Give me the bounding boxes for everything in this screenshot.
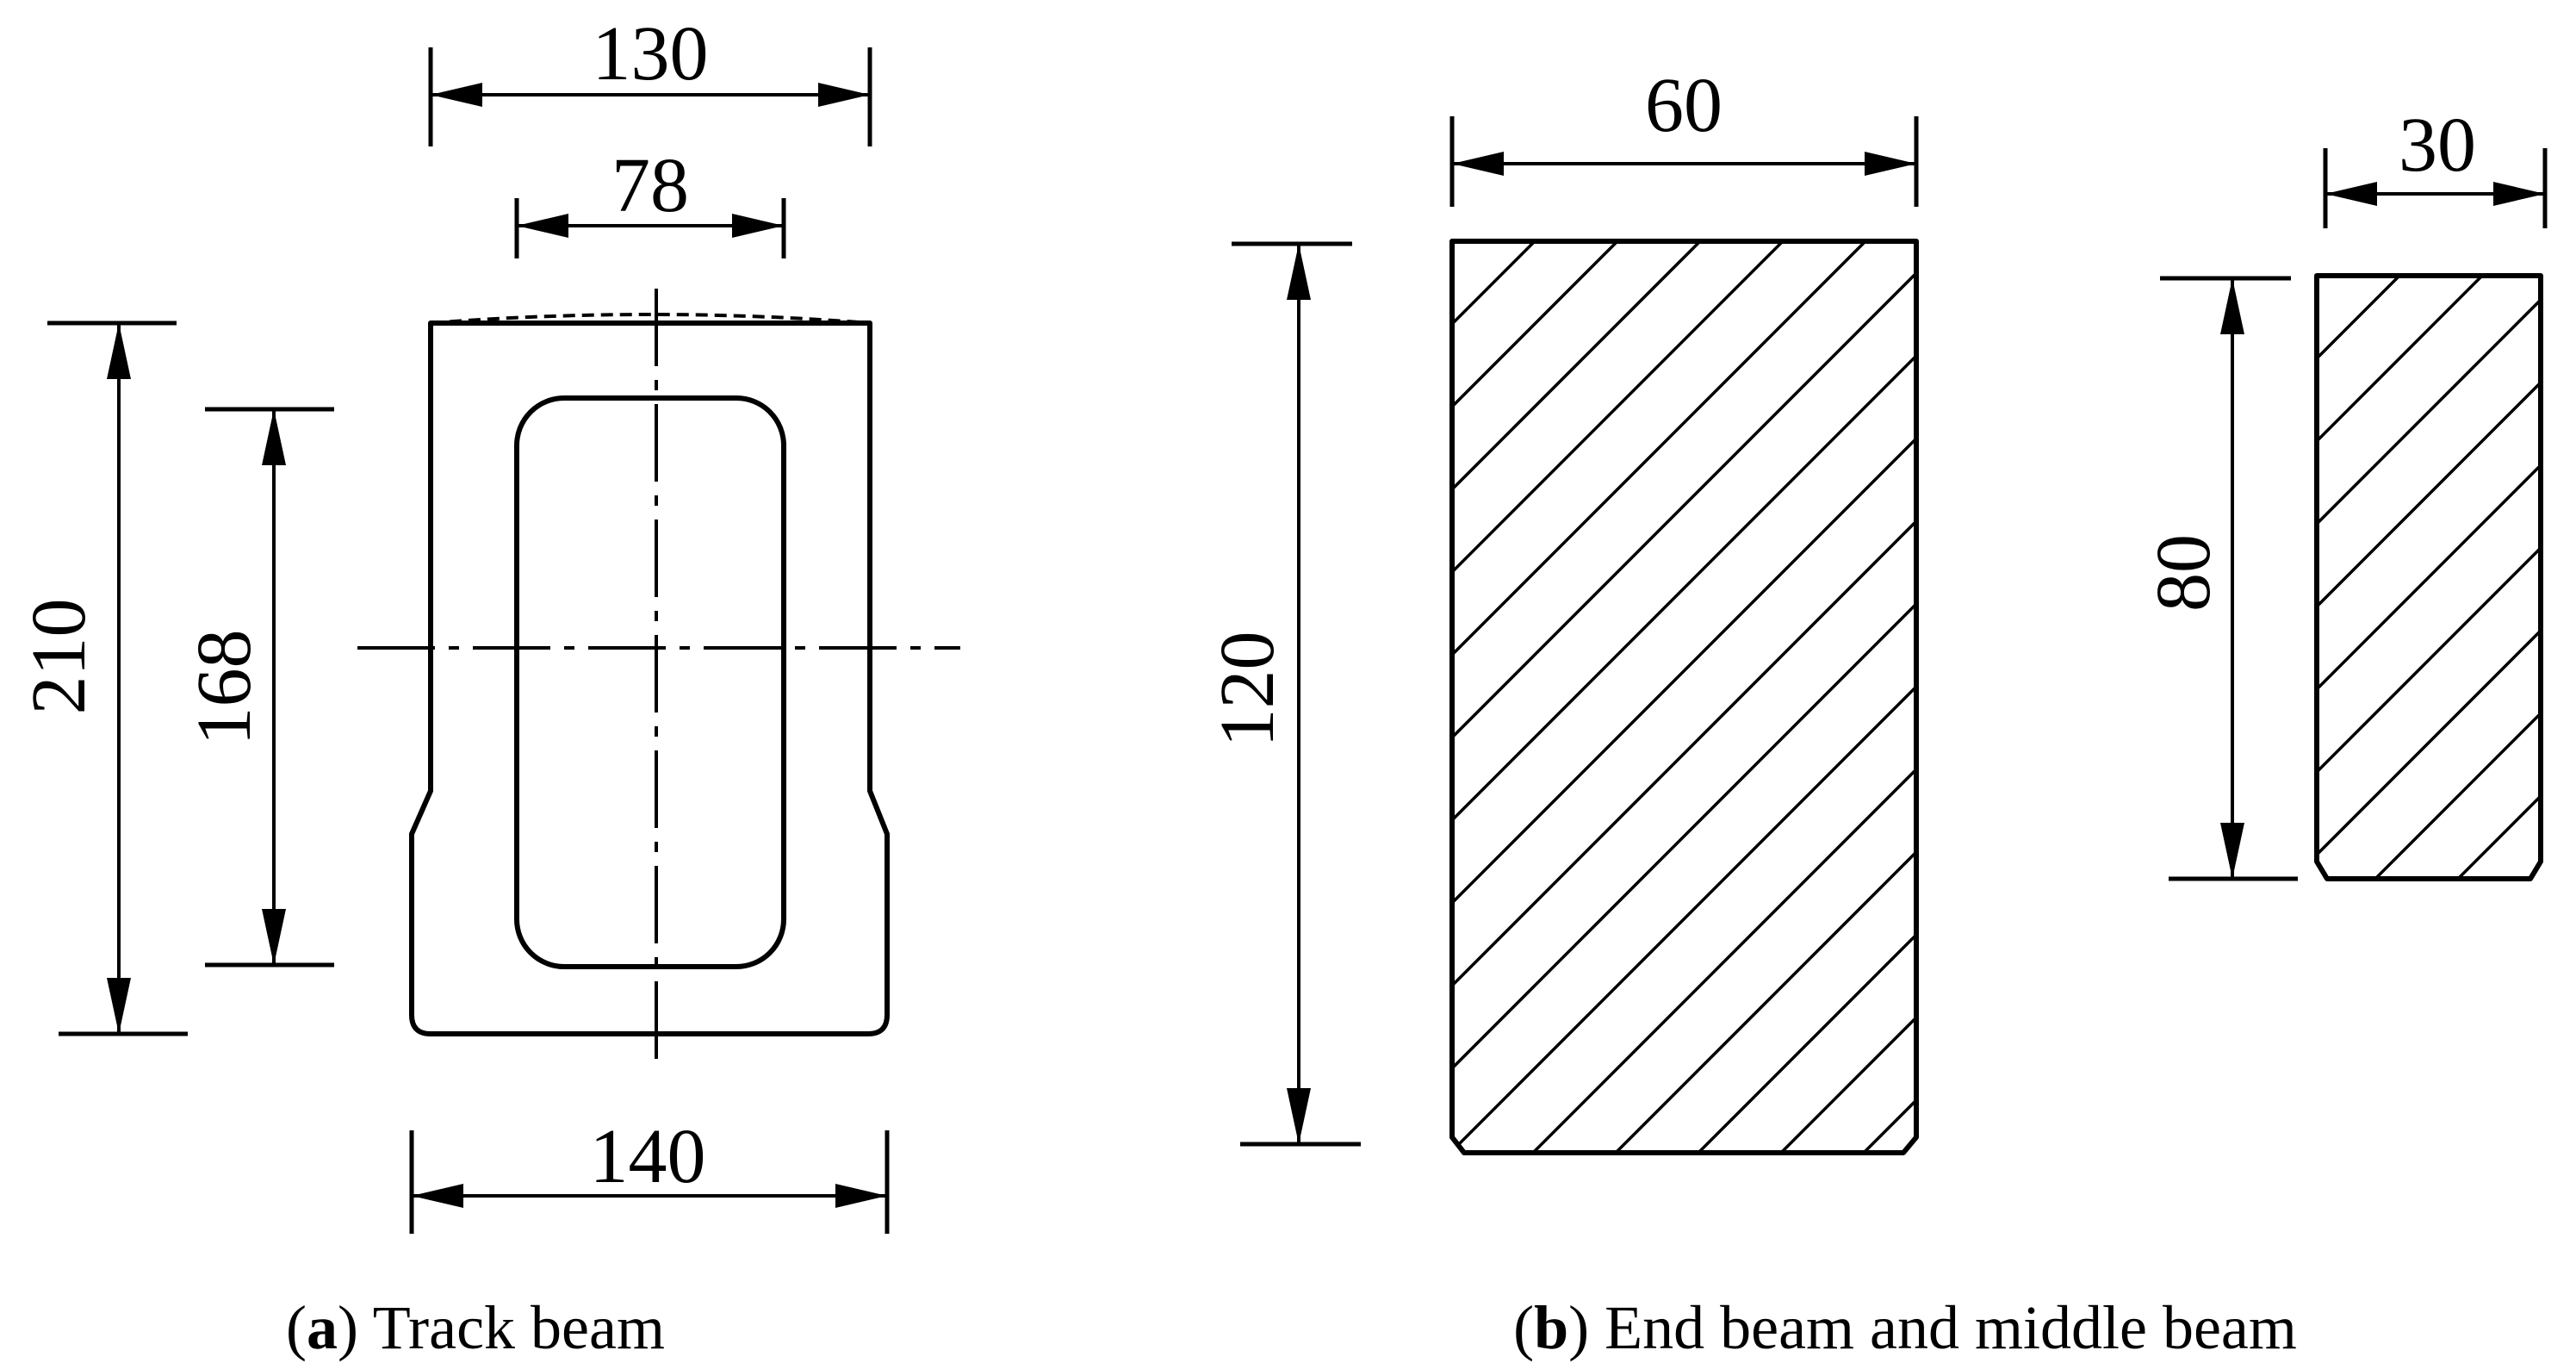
end-beam-width-label: 60 [1645,63,1723,148]
hatch-line [1452,241,1916,1153]
hatch-line [1452,241,1536,1153]
inner-width-label: 78 [611,143,689,228]
end-beam-hatching [1452,241,2576,1153]
total-height-label: 210 [16,599,102,715]
hatch-line [1452,241,1916,1153]
hatch-line [2525,241,2576,1153]
top-width-label: 130 [593,11,709,96]
hatch-line [2317,276,2541,879]
dimension-end-beam-width: 60 [1449,63,1919,207]
hatch-line [1452,241,1867,1153]
hatch-line [1862,241,1916,1153]
hatch-line [2277,241,2576,1153]
middle-beam-width-label: 30 [2399,103,2476,188]
panel-b-end-and-middle-beam: 60 120 30 [1205,63,2576,1362]
hatch-line [2317,276,2318,879]
end-beam-height-label: 120 [1205,632,1290,748]
track-beam-outline [409,320,890,1036]
hatch-line [2317,276,2401,879]
caption-b: (b) End beam and middle beam [1513,1293,2297,1362]
dimension-middle-beam-height: 80 [2141,276,2298,881]
dimension-top-width: 130 [428,11,872,146]
dimension-middle-beam-width: 30 [2323,103,2548,228]
middle-beam-height-label: 80 [2141,534,2226,612]
middle-beam [2314,273,2543,881]
top-crown-line [430,313,871,325]
hatch-line [2539,276,2541,879]
hatch-line [2194,241,2576,1153]
hatch-line [2317,276,2541,879]
hatch-line [1452,241,1916,1153]
end-beam [1449,239,2576,1155]
hatch-line [1452,241,1916,1153]
caption-a: (a) Track beam [286,1293,665,1362]
dimension-end-beam-height: 120 [1205,241,1361,1147]
hatch-line [1452,241,1785,1153]
hatch-line [1531,241,1916,1153]
dimension-bottom-width: 140 [409,1114,890,1234]
dimension-inner-height: 168 [182,407,334,968]
hatch-line [2317,276,2541,879]
middle-beam-hatching [2317,276,2541,879]
dimension-total-height: 210 [16,320,188,1036]
track-beam-inner-opening [514,395,786,969]
hatch-line [2374,276,2541,879]
hatch-line [2317,276,2484,879]
middle-beam-outline [2314,273,2543,881]
hatch-line [1452,241,1619,1153]
hatch-line [1452,241,1454,1153]
hatch-line [2317,276,2541,879]
bottom-width-label: 140 [590,1114,706,1199]
hatch-line [1946,241,2576,1153]
hatch-line [1614,241,1916,1153]
hatch-line [1452,241,1702,1153]
dimension-inner-width: 78 [514,143,786,258]
hatch-line [2029,241,2576,1153]
hatch-line [1452,241,1916,1153]
hatch-line [1697,241,1916,1153]
inner-height-label: 168 [182,630,267,746]
hatch-line [1452,241,1916,1153]
end-beam-outline [1449,239,1919,1155]
hatch-line [2112,241,2576,1153]
hatch-line [2317,276,2541,879]
panel-a-track-beam: 130 78 210 168 [16,11,960,1362]
hatch-line [1779,241,1916,1153]
